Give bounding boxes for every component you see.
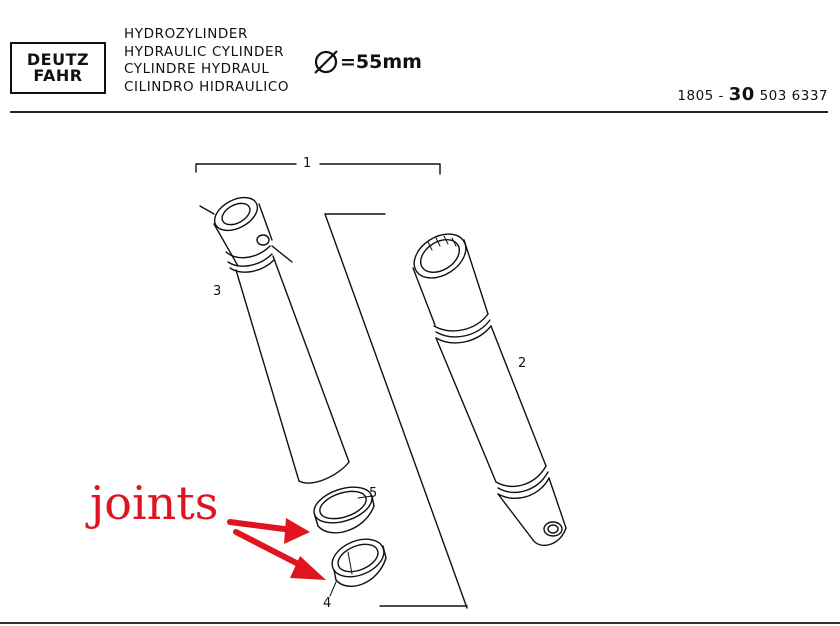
title-block: HYDROZYLINDER HYDRAULIC CYLINDER CYLINDR… [124,26,289,96]
arrow-lower-head [290,556,326,580]
title-french: CYLINDRE HYDRAUL [124,61,270,77]
leader-5 [357,495,373,499]
diameter-spec: =55mm [312,48,422,76]
deutz-fahr-logo: DEUTZ FAHR [10,42,106,94]
leader-4 [329,581,337,597]
header-divider [10,111,828,113]
bottom-divider [0,622,840,624]
seal-ring-lower [331,538,387,587]
seal-ring-upper [313,486,375,534]
assembly-bracket [195,163,441,175]
callout-4: 4 [323,596,332,611]
diameter-icon [314,50,338,74]
callout-1: 1 [303,156,312,171]
callout-2: 2 [518,356,527,371]
arrow-upper [227,519,295,533]
piston-rod [199,196,350,484]
part-number-group: 30 [728,84,755,105]
group-frame [324,213,468,609]
brand-line-2: FAHR [33,66,83,85]
arrow-upper-head [284,518,310,544]
diameter-value: =55mm [340,51,422,73]
brand-line-1: DEUTZ [26,50,90,69]
joints-annotation: joints [90,476,219,530]
callout-3: 3 [213,284,222,299]
annotation-arrows [227,518,326,580]
title-english: HYDRAULIC CYLINDER [124,43,285,60]
part-number: 1805 - 30 503 6337 [677,84,828,105]
title-spanish: CILINDRO HIDRAULICO [124,78,290,95]
part-number-suffix: 503 6337 [759,88,828,104]
cylinder-barrel [412,233,567,547]
title-german: HYDROZYLINDER [124,26,249,42]
callout-5: 5 [369,486,378,501]
part-number-prefix: 1805 - [677,88,724,104]
